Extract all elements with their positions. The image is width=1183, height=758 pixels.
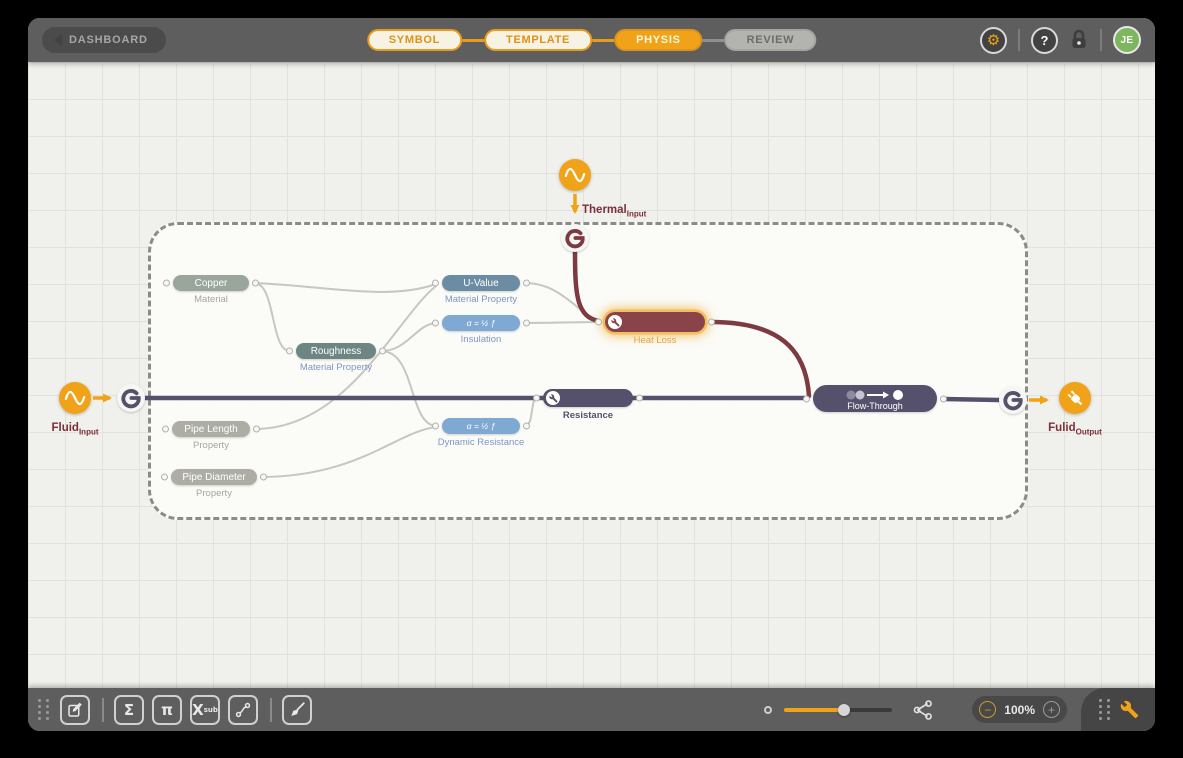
sigma-button[interactable]: Σ: [114, 694, 144, 725]
node-label: Pipe Diameter: [182, 471, 246, 483]
gate-icon: [565, 229, 585, 249]
toolbar-separator: [270, 697, 272, 722]
header: DASHBOARD SYMBOL TEMPLATE PHYSIS REVIEW …: [28, 18, 1155, 62]
help-button[interactable]: ?: [1031, 26, 1058, 54]
tab-review[interactable]: REVIEW: [724, 29, 817, 51]
thermal-gate-node[interactable]: [561, 224, 589, 252]
formula-text: α = ½ ƒ: [466, 318, 496, 328]
gear-icon: ⚙: [986, 31, 1001, 49]
node-pipe-length-sublabel: Property: [193, 440, 229, 451]
zoom-out-button[interactable]: −: [979, 701, 997, 718]
header-separator: [1018, 29, 1020, 51]
workflow-stepper: SYMBOL TEMPLATE PHYSIS REVIEW: [366, 18, 817, 62]
output-sink-node[interactable]: [1059, 382, 1091, 414]
subscript-main: X: [192, 700, 204, 719]
gate-icon: [121, 389, 141, 409]
node-u-value[interactable]: U-Value: [442, 275, 520, 291]
header-separator: [1100, 29, 1102, 51]
corner-drag-handle[interactable]: [1099, 699, 1111, 720]
node-dynamic-resistance-sublabel: Dynamic Resistance: [437, 437, 525, 448]
zoom-slider[interactable]: [784, 703, 893, 716]
node-link-icon[interactable]: [912, 699, 934, 721]
app-window: DASHBOARD SYMBOL TEMPLATE PHYSIS REVIEW …: [28, 18, 1155, 731]
formula-text: α = ½ ƒ: [466, 421, 496, 431]
wrench-icon: [546, 391, 560, 405]
avatar[interactable]: JE: [1113, 26, 1141, 54]
edit-button[interactable]: [60, 694, 90, 725]
subscript-sub: sub: [203, 705, 218, 714]
lock-icon[interactable]: [1069, 29, 1089, 51]
toolbar-separator: [102, 697, 104, 722]
step-connector: [702, 38, 725, 42]
output-label: FulidOutput: [1048, 422, 1102, 437]
tab-template[interactable]: TEMPLATE: [484, 29, 593, 51]
gate-icon: [1003, 391, 1023, 411]
zoom-slider-handle[interactable]: [837, 703, 850, 716]
dashboard-label: DASHBOARD: [69, 34, 148, 46]
node-insulation-sublabel: Insulation: [460, 334, 502, 345]
node-resistance-sublabel: Resistance: [562, 410, 614, 421]
sine-wave-icon: [64, 390, 86, 406]
thermal-source-node[interactable]: [559, 159, 591, 191]
fluid-input-label: FluidInput: [51, 422, 99, 437]
back-arrow-icon: [54, 34, 62, 46]
node-heat-loss[interactable]: [605, 312, 705, 332]
zoom-level: 100%: [1004, 702, 1035, 717]
node-flow-through-label: Flow-Through: [847, 400, 903, 411]
brush-button[interactable]: [282, 694, 312, 725]
node-pipe-diameter[interactable]: Pipe Diameter: [171, 469, 257, 485]
header-actions: ⚙ ? JE: [980, 26, 1155, 54]
wrench-icon[interactable]: [1120, 700, 1139, 719]
node-flow-through[interactable]: Flow-Through: [813, 385, 937, 412]
zoom-in-button[interactable]: +: [1043, 701, 1060, 718]
dashboard-button[interactable]: DASHBOARD: [42, 27, 166, 53]
node-u-value-sublabel: Material Property: [444, 294, 518, 305]
node-roughness-sublabel: Material Property: [299, 362, 373, 373]
node-heat-loss-sublabel: Heat Loss: [633, 335, 677, 346]
pi-button[interactable]: π: [152, 694, 182, 725]
node-resistance[interactable]: [543, 389, 633, 407]
settings-corner-tab: [1081, 688, 1155, 731]
node-label: Roughness: [310, 345, 362, 357]
node-pipe-length[interactable]: Pipe Length: [172, 421, 250, 437]
fluid-gate-node[interactable]: [117, 384, 145, 412]
node-copper-sublabel: Material: [194, 294, 228, 305]
pencil-icon: [68, 702, 82, 717]
node-roughness[interactable]: Roughness: [296, 343, 376, 359]
wrench-icon: [608, 315, 622, 329]
node-insulation[interactable]: α = ½ ƒ: [442, 315, 520, 331]
node-label: U-Value: [463, 277, 499, 289]
flow-animation-icon: [846, 389, 903, 400]
node-path-button[interactable]: [228, 694, 258, 725]
plug-icon: [1067, 390, 1083, 406]
node-label: Pipe Length: [184, 423, 238, 435]
step-connector: [462, 38, 485, 42]
node-copper[interactable]: Copper: [173, 275, 249, 291]
slider-min-icon: [764, 705, 773, 714]
thermal-input-label: ThermalInput: [582, 204, 647, 219]
tab-symbol[interactable]: SYMBOL: [366, 29, 463, 51]
node-pipe-diameter-sublabel: Property: [196, 488, 232, 499]
tab-physis[interactable]: PHYSIS: [614, 29, 703, 51]
settings-gear-button[interactable]: ⚙: [980, 26, 1007, 54]
avatar-initials: JE: [1120, 34, 1134, 46]
fluid-source-node[interactable]: [59, 382, 91, 414]
brush-icon: [291, 701, 305, 716]
step-connector: [592, 38, 615, 42]
zoom-control: − 100% +: [972, 696, 1067, 723]
node-label: Copper: [194, 277, 228, 289]
node-dynamic-resistance[interactable]: α = ½ ƒ: [442, 418, 520, 434]
sine-wave-icon: [564, 167, 586, 183]
output-gate-node[interactable]: [999, 386, 1027, 414]
bezier-node-icon: [235, 702, 251, 717]
toolbar-drag-handle[interactable]: [38, 699, 50, 720]
question-icon: ?: [1040, 32, 1049, 48]
